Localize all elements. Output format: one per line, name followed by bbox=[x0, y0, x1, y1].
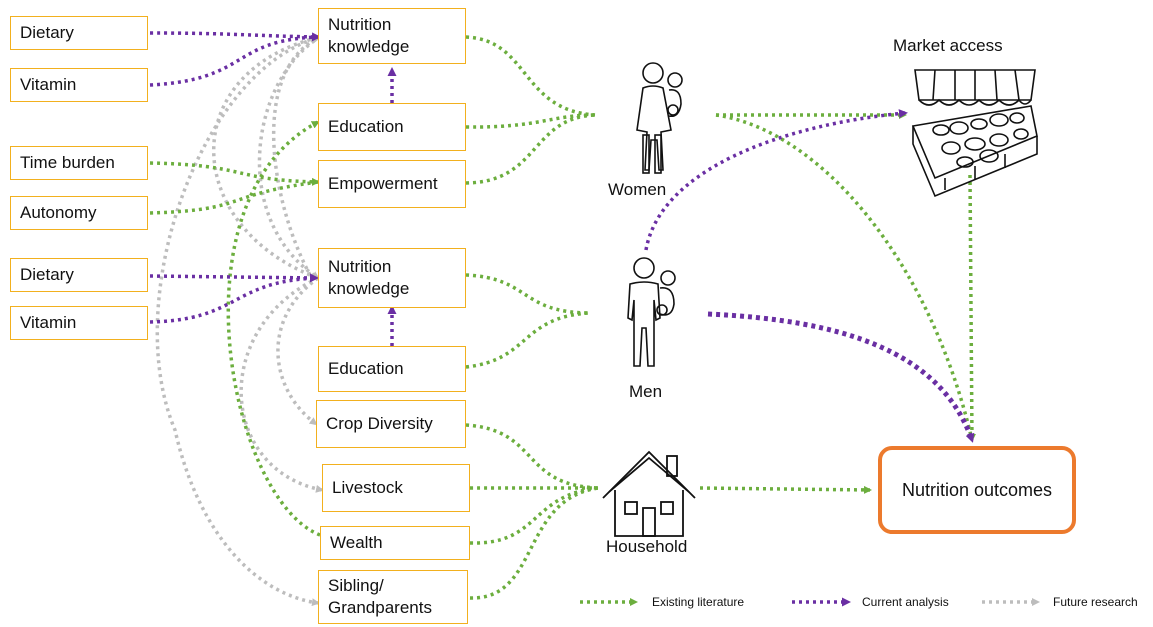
current-link-men-outcome bbox=[707, 311, 975, 443]
box-label: Empowerment bbox=[328, 174, 438, 193]
legend-current-label: Current analysis bbox=[862, 595, 949, 609]
woman-with-child-icon bbox=[636, 62, 683, 174]
box-label: Wealth bbox=[330, 533, 383, 552]
label-women: Women bbox=[608, 180, 667, 199]
house-icon bbox=[602, 450, 696, 537]
current-links bbox=[149, 31, 908, 346]
input-box-dietary-2: Dietary bbox=[10, 258, 148, 292]
future-links bbox=[155, 34, 324, 607]
label-market-access: Market access bbox=[893, 36, 1003, 55]
legend-existing-label: Existing literature bbox=[652, 595, 745, 609]
label-household: Household bbox=[606, 537, 688, 556]
input-box-time-burden: Time burden bbox=[10, 146, 148, 180]
box-crop-diversity: Crop Diversity bbox=[316, 400, 466, 448]
input-box-vitamin-1: Vitamin bbox=[10, 68, 148, 102]
box-label: Nutrition knowledge bbox=[328, 257, 410, 298]
box-livestock: Livestock bbox=[322, 464, 470, 512]
box-nutrition-knowledge-men: Nutrition knowledge bbox=[318, 248, 466, 308]
input-label: Time burden bbox=[20, 153, 115, 172]
outcome-label: Nutrition outcomes bbox=[901, 479, 1053, 500]
legend-future-label: Future research bbox=[1053, 595, 1138, 609]
box-education-men: Education bbox=[318, 346, 466, 392]
input-label: Vitamin bbox=[20, 75, 77, 94]
box-wealth: Wealth bbox=[320, 526, 470, 560]
input-label: Dietary bbox=[20, 265, 74, 284]
box-education-women: Education bbox=[318, 103, 466, 151]
box-empowerment: Empowerment bbox=[318, 160, 466, 208]
input-label: Vitamin bbox=[20, 313, 77, 332]
nutrition-outcomes-box: Nutrition outcomes bbox=[878, 446, 1076, 534]
input-box-autonomy: Autonomy bbox=[10, 196, 148, 230]
box-label: Nutrition knowledge bbox=[328, 15, 410, 56]
input-label: Autonomy bbox=[20, 203, 97, 222]
market-stall-icon bbox=[911, 69, 1038, 198]
input-box-dietary-1: Dietary bbox=[10, 16, 148, 50]
box-sibling-grandparents: Sibling/ Grandparents bbox=[318, 570, 468, 624]
input-box-vitamin-2: Vitamin bbox=[10, 306, 148, 340]
input-label: Dietary bbox=[20, 23, 74, 42]
box-label: Education bbox=[328, 117, 404, 136]
existing-links bbox=[149, 35, 976, 600]
man-with-child-icon bbox=[627, 257, 676, 367]
box-label: Crop Diversity bbox=[326, 414, 433, 433]
box-nutrition-knowledge-women: Nutrition knowledge bbox=[318, 8, 466, 64]
label-men: Men bbox=[629, 382, 663, 401]
box-label: Education bbox=[328, 359, 404, 378]
box-label: Sibling/ Grandparents bbox=[328, 576, 432, 617]
box-label: Livestock bbox=[332, 478, 403, 497]
